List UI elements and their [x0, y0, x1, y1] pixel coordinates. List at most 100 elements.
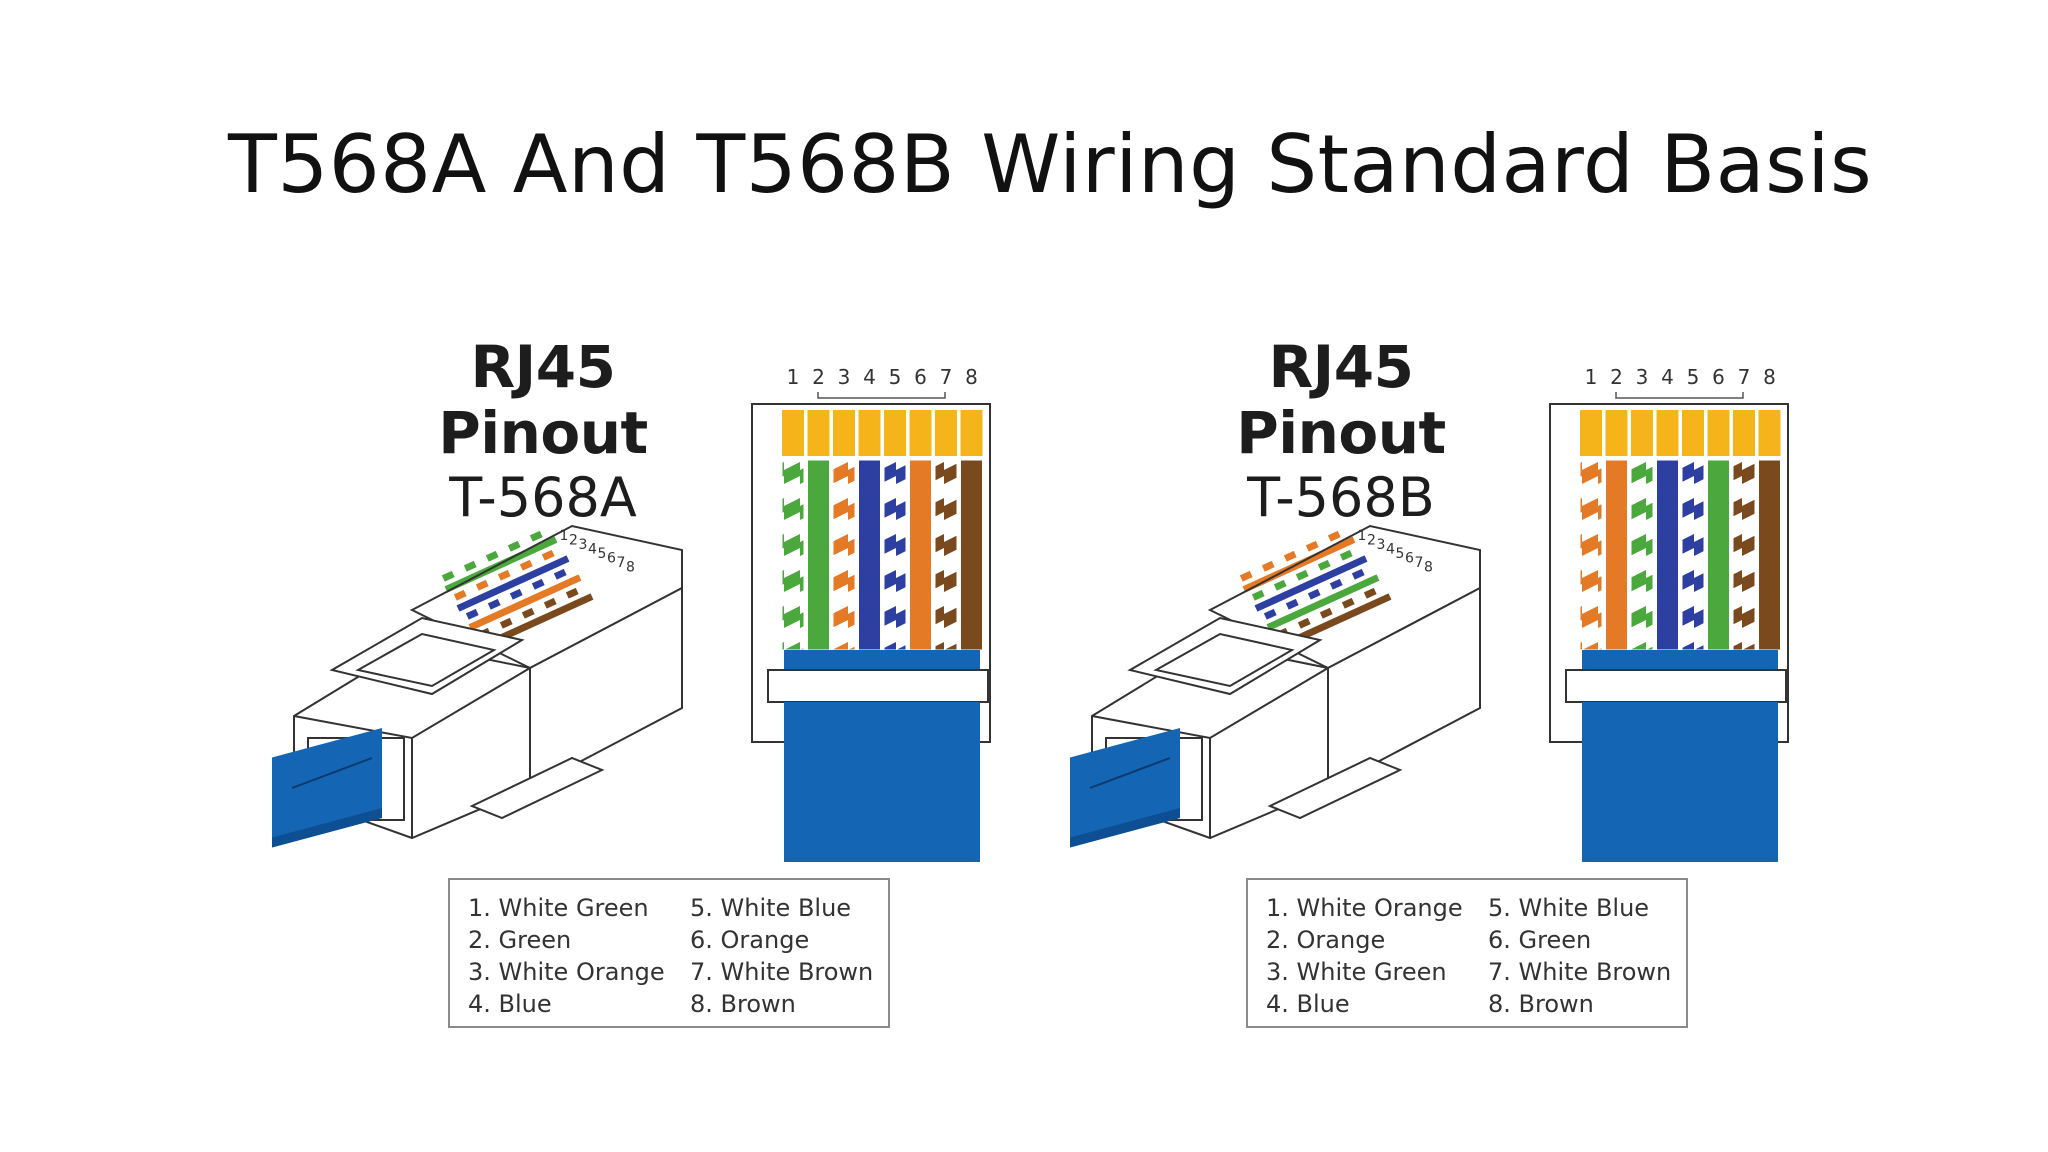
iso-pin-number: 6 — [607, 551, 616, 567]
wire-8 — [1758, 459, 1781, 651]
legend-item: 7. White Brown — [1488, 958, 1672, 986]
legend-item: 1. White Orange — [1266, 894, 1463, 922]
iso-wire — [1266, 574, 1380, 631]
cable-line — [1089, 757, 1171, 789]
iso-pin-number: 1 — [1358, 528, 1367, 544]
legend-item: 2. Green — [468, 926, 572, 954]
wire-3 — [1630, 459, 1654, 651]
pin-number-label: 7 — [1738, 365, 1751, 389]
wire-2 — [807, 459, 830, 651]
wire-3 — [832, 459, 856, 651]
gold-contact — [960, 410, 983, 456]
pinout-title: RJ45 Pinout — [438, 333, 648, 467]
iso-wire-stripe — [565, 587, 579, 599]
cable-shadow — [272, 808, 382, 848]
iso-wire-stripe — [465, 608, 479, 620]
iso-wire — [456, 555, 570, 612]
pin-number-label: 4 — [1661, 365, 1674, 389]
iso-wire-stripe — [485, 550, 499, 562]
legend-column-2: 5. White Blue 6. Orange 7. White Brown 8… — [690, 892, 873, 1020]
gold-contact — [1656, 410, 1679, 456]
iso-wire-stripe — [509, 588, 523, 600]
pin-number-label: 8 — [1763, 365, 1776, 389]
cable-line — [291, 757, 373, 789]
legend-item: 8. Brown — [690, 990, 796, 1018]
iso-wire-stripe — [499, 617, 513, 629]
legend-item: 5. White Blue — [1488, 894, 1650, 922]
legend-item: 2. Orange — [1266, 926, 1386, 954]
iso-pin-number: 5 — [598, 546, 607, 562]
iso-wire-stripe — [1329, 578, 1343, 590]
pinout-heading: RJ45 Pinout T-568B — [1156, 334, 1526, 530]
pin-number-label: 2 — [1610, 365, 1623, 389]
wire-4 — [1656, 459, 1679, 651]
iso-pin-number: 2 — [569, 533, 578, 549]
pin-number-label: 2 — [812, 365, 825, 389]
iso-wire-stripe — [453, 589, 467, 601]
wire-4 — [858, 459, 881, 651]
iso-wire — [1242, 536, 1356, 593]
pin-number-label: 6 — [1712, 365, 1725, 389]
iso-wire-stripe — [1351, 568, 1365, 580]
iso-wire-stripe — [1327, 530, 1341, 542]
iso-wire-stripe — [1285, 598, 1299, 610]
legend-item: 3. White Green — [1266, 958, 1447, 986]
legend-item: 7. White Brown — [690, 958, 874, 986]
gold-contact — [884, 410, 906, 456]
standard-label: T-568B — [1247, 466, 1435, 529]
pin-number-label: 8 — [965, 365, 978, 389]
pin-bracket — [1615, 392, 1744, 399]
iso-wire-stripe — [1273, 579, 1287, 591]
pinout-heading: RJ45 Pinout T-568A — [358, 334, 728, 530]
strain-relief-bar — [767, 669, 989, 703]
wire-color-legend: 1. White Green 2. Green 3. White Orange … — [448, 878, 890, 1028]
gold-contact — [1682, 410, 1704, 456]
gold-contact — [909, 410, 932, 456]
iso-wire — [1254, 555, 1368, 612]
iso-wire-stripe — [487, 598, 501, 610]
iso-pin-number: 7 — [1415, 555, 1424, 571]
iso-wire — [468, 574, 582, 631]
pin-number-label: 3 — [838, 365, 851, 389]
iso-pin-number: 8 — [1424, 560, 1433, 576]
iso-wire-stripe — [1317, 559, 1331, 571]
wire-6 — [1707, 459, 1730, 651]
legend-item: 6. Green — [1488, 926, 1592, 954]
cable-jacket-top — [784, 650, 980, 672]
iso-wire-stripe — [463, 560, 477, 572]
iso-wire-stripe — [543, 597, 557, 609]
gold-contact — [1580, 410, 1602, 456]
gold-contact — [1605, 410, 1628, 456]
iso-pin-number: 3 — [1377, 537, 1386, 553]
iso-wire-stripe — [1319, 607, 1333, 619]
strain-relief-bar — [1565, 669, 1787, 703]
gold-contact — [833, 410, 855, 456]
pin-bracket — [817, 392, 946, 399]
legend-item: 1. White Green — [468, 894, 649, 922]
gold-contact — [935, 410, 957, 456]
standard-label: T-568A — [449, 466, 637, 529]
pin-number-label: 4 — [863, 365, 876, 389]
gold-contact — [1758, 410, 1781, 456]
iso-pin-number: 1 — [560, 528, 569, 544]
latch-window — [355, 632, 497, 688]
legend-column-1: 1. White Green 2. Green 3. White Orange … — [468, 892, 665, 1020]
iso-wire-stripe — [1283, 550, 1297, 562]
legend-item: 6. Orange — [690, 926, 810, 954]
pin-number-label: 6 — [914, 365, 927, 389]
iso-wire-stripe — [441, 570, 455, 582]
iso-wire-stripe — [497, 569, 511, 581]
iso-pin-number: 5 — [1396, 546, 1405, 562]
iso-pin-number: 2 — [1367, 533, 1376, 549]
gold-contact — [807, 410, 830, 456]
gold-contact — [858, 410, 881, 456]
iso-wire-stripe — [1239, 570, 1253, 582]
pin-number-label: 5 — [889, 365, 902, 389]
gold-contact — [1707, 410, 1730, 456]
